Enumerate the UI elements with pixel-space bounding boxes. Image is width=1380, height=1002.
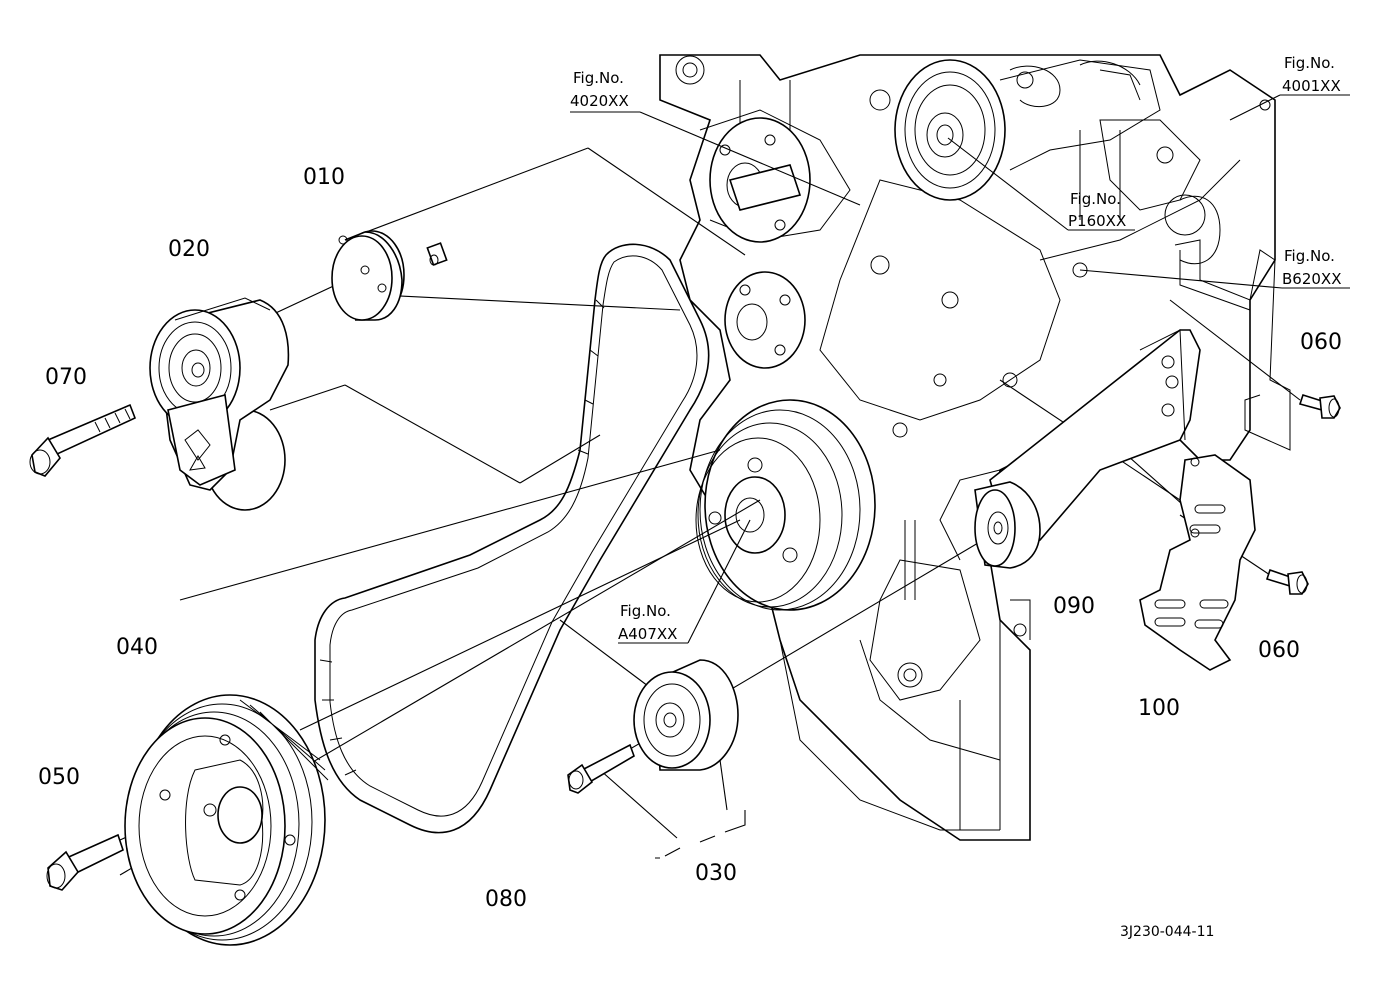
part-labels: 010 020 070 040 050 080 030 090 060 060 … (38, 165, 1342, 912)
label-060-upper: 060 (1300, 330, 1342, 355)
fig-ref-4020-line1: Fig.No. (573, 69, 624, 87)
fig-ref-4020-line2: 4020XX (570, 92, 629, 110)
fig-ref-b620-line1: Fig.No. (1284, 247, 1335, 265)
figure-ref-leaders (570, 94, 1350, 644)
fan-hub (724, 271, 806, 369)
label-050: 050 (38, 765, 80, 790)
label-060-lower: 060 (1258, 638, 1300, 663)
fig-ref-b620-line2: B620XX (1282, 270, 1341, 288)
part-090-idler (974, 329, 1201, 569)
part-010-spacer (331, 230, 448, 321)
label-080: 080 (485, 887, 527, 912)
label-070: 070 (45, 365, 87, 390)
part-070-bolt (29, 403, 137, 477)
fig-ref-4001-line2: 4001XX (1282, 77, 1341, 95)
label-040: 040 (116, 635, 158, 660)
part-040-crank-pulley (124, 694, 329, 946)
part-100-shield (1139, 454, 1256, 671)
fig-ref-4001-line1: Fig.No. (1284, 54, 1335, 72)
drive-belt-080 (314, 243, 710, 834)
part-050-bolt (46, 833, 124, 891)
fig-ref-p160-line2: P160XX (1068, 212, 1126, 230)
part-030-idler (567, 659, 739, 794)
fig-ref-p160-line1: Fig.No. (1070, 190, 1121, 208)
bracket-b620 (1174, 239, 1291, 451)
fig-ref-a407-line2: A407XX (618, 625, 677, 643)
figure-refs: Fig.No. 4020XX Fig.No. 4001XX Fig.No. P1… (570, 54, 1341, 643)
water-pump-pulley (709, 117, 811, 243)
part-020-tensioner (149, 297, 290, 511)
crankshaft-pulley-engine (695, 399, 876, 611)
part-060-bolt-lower (1265, 568, 1309, 595)
label-020: 020 (168, 237, 210, 262)
drawing-code: 3J230-044-11 (1120, 924, 1214, 940)
engine-block (659, 54, 1276, 841)
label-030: 030 (695, 861, 737, 886)
fig-ref-a407-line1: Fig.No. (620, 602, 671, 620)
label-010: 010 (303, 165, 345, 190)
part-060-bolt-upper (1298, 393, 1341, 419)
label-100: 100 (1138, 696, 1180, 721)
label-090: 090 (1053, 594, 1095, 619)
alternator (894, 59, 1161, 201)
